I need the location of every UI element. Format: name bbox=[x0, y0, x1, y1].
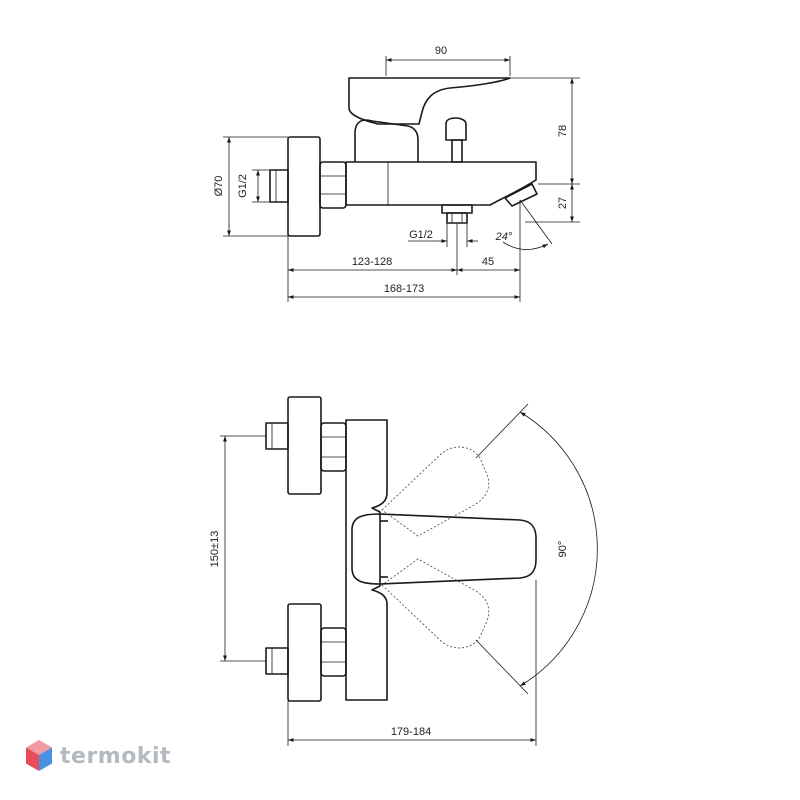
dim-inlet-thread: G1/2 bbox=[237, 174, 249, 198]
top-upper-inlet bbox=[265, 422, 289, 450]
top-upper-flange bbox=[287, 396, 322, 495]
cube-logo-icon bbox=[26, 740, 52, 771]
lever-ghost-upper bbox=[381, 446, 490, 537]
top-lever-handle bbox=[351, 513, 537, 585]
side-inlet-stub bbox=[269, 169, 289, 203]
dim-total-depth-top: 179-184 bbox=[391, 726, 431, 738]
dim-height-lower: 27 bbox=[557, 197, 569, 209]
side-spout-outlet bbox=[504, 183, 538, 207]
dim-outlet-thread: G1/2 bbox=[409, 229, 433, 241]
brand-logo: termokit bbox=[24, 736, 171, 776]
top-lower-inlet bbox=[265, 647, 289, 675]
top-lower-flange bbox=[287, 603, 322, 702]
top-body bbox=[345, 419, 388, 701]
dim-lever-rotation: 90° bbox=[557, 541, 569, 558]
dim-inlet-spacing: 150±13 bbox=[209, 531, 221, 568]
top-lower-nut bbox=[320, 627, 347, 677]
dim-wall-to-outlet: 123-128 bbox=[352, 256, 392, 268]
side-lever-handle bbox=[348, 77, 511, 125]
side-wall-flange bbox=[287, 136, 321, 237]
side-view: 90 78 27 Ø70 G1/2 G1/2 24° bbox=[213, 45, 580, 302]
top-upper-nut bbox=[320, 422, 347, 472]
dim-top-width: 90 bbox=[435, 45, 447, 57]
lever-ghost-lower bbox=[381, 558, 490, 649]
dim-outlet-to-spout: 45 bbox=[482, 256, 494, 268]
dim-spout-angle: 24° bbox=[495, 231, 513, 243]
dim-total-depth-side: 168-173 bbox=[384, 283, 424, 295]
side-diverter-knob bbox=[445, 117, 467, 141]
top-view: 150±13 90° 179-184 bbox=[209, 396, 598, 746]
dim-flange-diameter: Ø70 bbox=[213, 176, 225, 197]
brand-name: termokit bbox=[60, 743, 172, 769]
side-cartridge-neck bbox=[354, 119, 419, 162]
side-hex-nut bbox=[319, 161, 347, 209]
side-bottom-outlet bbox=[441, 204, 473, 214]
dim-height-upper: 78 bbox=[557, 125, 569, 137]
side-body bbox=[345, 161, 537, 206]
